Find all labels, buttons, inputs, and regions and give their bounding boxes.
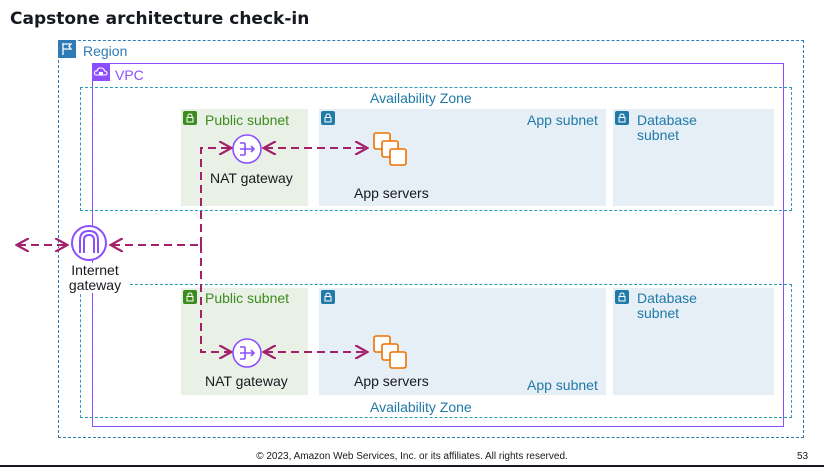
public-route-1 — [200, 148, 230, 245]
app-subnet-2 — [319, 288, 606, 395]
database-subnet-label: Database subnet — [637, 113, 697, 143]
availability-zone-label: Availability Zone — [370, 399, 472, 415]
database-subnet-label-line1: Database — [637, 112, 697, 128]
availability-zone-2 — [80, 284, 792, 418]
database-subnet-label-line1: Database — [637, 290, 697, 306]
app-servers-label: App servers — [354, 185, 429, 201]
public-subnet-label: Public subnet — [205, 112, 290, 128]
lock-icon — [321, 290, 335, 304]
footer-divider — [0, 465, 824, 467]
lock-icon — [615, 290, 629, 304]
app-servers-icon — [373, 335, 407, 369]
availability-zone-1 — [80, 87, 792, 211]
app-servers-icon — [373, 132, 407, 166]
database-subnet-1 — [613, 109, 774, 206]
database-subnet-label-line2: subnet — [637, 127, 680, 143]
nat-gateway-label: NAT gateway — [210, 170, 293, 186]
vpc-label: VPC — [115, 67, 144, 83]
app-subnet-label: App subnet — [527, 112, 598, 128]
lock-icon — [183, 111, 197, 125]
availability-zone-label: Availability Zone — [370, 90, 472, 106]
nat-gateway-label: NAT gateway — [205, 373, 288, 389]
app-subnet-label: App subnet — [527, 377, 598, 393]
page-number: 53 — [797, 451, 809, 462]
database-subnet-2 — [613, 288, 774, 395]
app-subnet-1 — [319, 109, 606, 206]
public-subnet-label: Public subnet — [205, 290, 290, 306]
copyright-notice: © 2023, Amazon Web Services, Inc. or its… — [256, 451, 568, 462]
flag-icon — [58, 40, 76, 58]
internet-gateway-icon — [71, 225, 107, 261]
nat-gateway-icon — [232, 134, 262, 164]
public-route-2 — [200, 245, 230, 352]
internet-gateway-label: Internet gateway — [60, 263, 130, 293]
region-label: Region — [83, 43, 128, 59]
nat-gateway-icon — [232, 338, 262, 368]
internet-gateway-label-line2: gateway — [68, 277, 122, 293]
database-subnet-label: Database subnet — [637, 291, 697, 321]
database-subnet-label-line2: subnet — [637, 305, 680, 321]
cloud-lock-icon — [92, 63, 110, 81]
slide-title: Capstone architecture check-in — [10, 9, 310, 29]
internet-gateway-label-line1: Internet — [71, 262, 119, 278]
app-servers-label: App servers — [354, 373, 429, 389]
lock-icon — [321, 111, 335, 125]
lock-icon — [183, 290, 197, 304]
lock-icon — [615, 111, 629, 125]
